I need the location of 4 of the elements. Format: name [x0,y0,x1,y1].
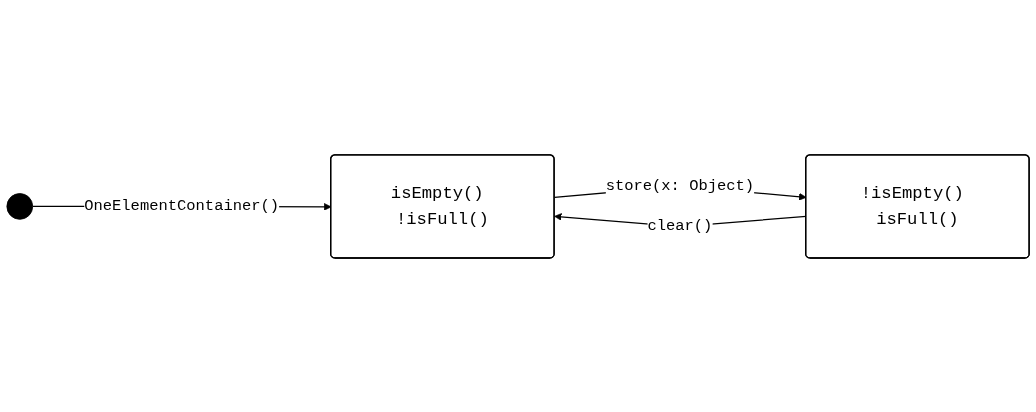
edge-label: store(x: Object) [605,176,755,194]
edge-label: OneElementContainer() [84,196,280,215]
edge-label: clear() [647,217,713,235]
node-circle [6,192,34,220]
